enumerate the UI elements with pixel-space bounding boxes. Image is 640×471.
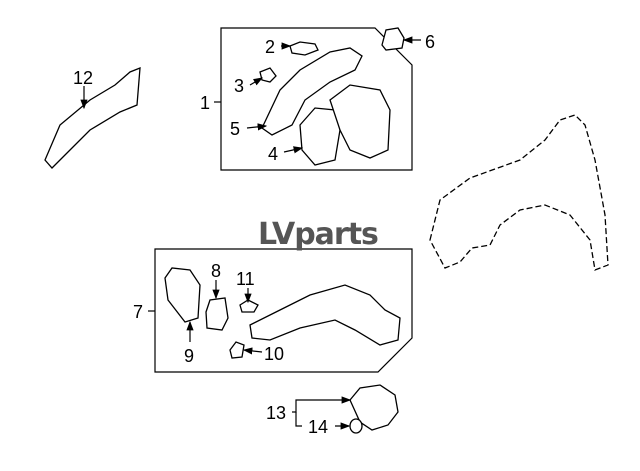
callout-2: 2 (265, 37, 275, 57)
part-shock-tower (329, 84, 391, 159)
callout-7: 7 (133, 302, 143, 322)
callout-9: 9 (184, 346, 194, 366)
part-6 (381, 27, 405, 51)
leader-10 (242, 347, 263, 355)
callout-8: 8 (211, 261, 221, 281)
part-14 (349, 418, 363, 434)
callout-13: 13 (266, 403, 286, 423)
callout-5: 5 (230, 119, 240, 139)
part-4 (299, 107, 341, 166)
part-3 (259, 67, 277, 83)
part-rail (249, 284, 401, 346)
part-11 (239, 299, 259, 313)
callout-3: 3 (234, 76, 244, 96)
part-8 (205, 297, 229, 331)
part-9 (164, 267, 201, 323)
part-5-apron (261, 47, 363, 136)
callout-10: 10 (264, 344, 284, 364)
logo: LVparts (258, 217, 378, 252)
fender-outline (429, 114, 609, 271)
callout-1: 1 (200, 93, 210, 113)
callout-4: 4 (268, 144, 278, 164)
group-frame-7 (154, 248, 413, 373)
group-frame-1 (220, 27, 413, 171)
callout-11: 11 (236, 269, 255, 289)
callout-12: 12 (73, 68, 93, 88)
leader-5 (246, 123, 268, 131)
part-2 (289, 41, 319, 56)
leader-13 (292, 396, 352, 413)
leader-4 (283, 146, 304, 154)
leader-14 (295, 412, 349, 426)
part-10 (229, 341, 245, 359)
callout-14: 14 (308, 417, 328, 437)
callout-6: 6 (425, 32, 435, 52)
part-13 (349, 384, 399, 431)
leader-3 (249, 77, 264, 86)
